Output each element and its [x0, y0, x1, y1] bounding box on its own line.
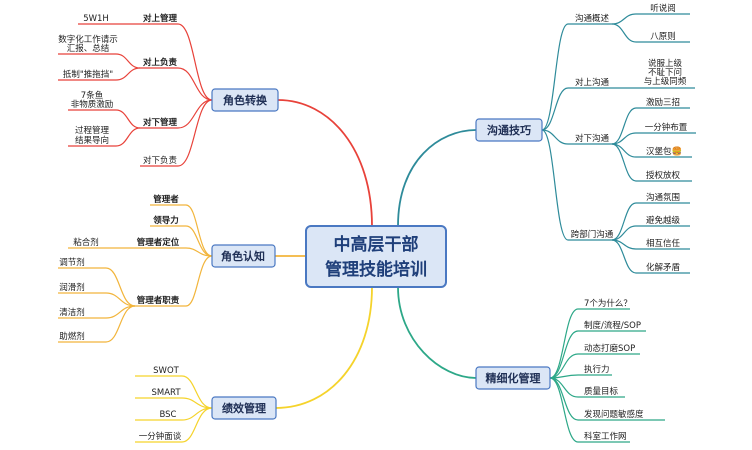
leaf-dept-work-net[interactable]: 科室工作网	[584, 431, 627, 442]
branch-refined-label: 精细化管理	[486, 371, 541, 385]
center-node[interactable]: 中高层干部 管理技能培训	[305, 225, 447, 288]
leaf-execution[interactable]: 执行力	[584, 364, 610, 375]
branch-role-change-label: 角色转换	[223, 93, 268, 107]
subtopic-comm-down[interactable]: 对下沟通	[575, 133, 610, 144]
leaf-digital-report-line1[interactable]: 数字化工作请示	[58, 34, 118, 45]
center-title-line2: 管理技能培训	[325, 259, 427, 280]
leaf-motivation-three[interactable]: 激励三招	[646, 97, 680, 108]
leaf-one-minute-assign[interactable]: 一分钟布置	[645, 122, 688, 133]
leaf-problem-sensitivity[interactable]: 发现问题敏感度	[584, 409, 644, 420]
leaf-accelerant[interactable]: 助燃剂	[59, 331, 85, 342]
subtopic-leadership[interactable]: 领导力	[152, 215, 179, 226]
leaf-swot[interactable]: SWOT	[153, 366, 179, 376]
leaf-avoid-skip-level[interactable]: 避免越级	[646, 215, 681, 226]
subtopics-role-awareness: 管理者 领导力 管理者定位 管理者职责 粘合剂 调节剂 润滑剂 清洁剂 助燃剂	[59, 194, 180, 342]
leaf-listen-speak-read[interactable]: 听说阅	[650, 3, 676, 14]
branch-communication[interactable]: 沟通技巧	[475, 118, 543, 142]
subtopic-manage-down[interactable]: 对下管理	[143, 117, 178, 128]
leaf-eight-principles[interactable]: 八原则	[650, 31, 676, 42]
branch-performance-label: 绩效管理	[222, 401, 266, 415]
connectors-role-change	[58, 23, 213, 167]
subtopic-manager[interactable]: 管理者	[153, 194, 179, 205]
branch-role-awareness-label: 角色认知	[221, 249, 265, 263]
subtopic-manage-up[interactable]: 对上管理	[143, 13, 178, 24]
leaf-smart[interactable]: SMART	[151, 388, 181, 398]
connectors-refined	[549, 308, 665, 443]
leaf-mutual-trust[interactable]: 相互信任	[646, 238, 681, 249]
leaf-hamburger[interactable]: 汉堡包🍔	[646, 146, 682, 157]
leaf-comm-atmosphere[interactable]: 沟通氛围	[646, 192, 680, 203]
connectors-role-awareness	[58, 204, 213, 343]
leaf-system-process-sop[interactable]: 制度/流程/SOP	[584, 320, 641, 331]
subtopic-responsible-up[interactable]: 对上负责	[143, 57, 178, 68]
leaf-seven-fish-line2[interactable]: 非物质激励	[71, 99, 114, 110]
leaf-process-mgmt-line2[interactable]: 结果导向	[75, 135, 109, 146]
subtopic-comm-cross[interactable]: 跨部门沟通	[571, 229, 614, 240]
branch-communication-label: 沟通技巧	[487, 123, 531, 137]
subtopic-duties[interactable]: 管理者职责	[137, 295, 180, 306]
subtopics-communication: 沟通概述 对上沟通 对下沟通 跨部门沟通 听说阅 八原则 说服上级 不耻下问 与…	[571, 3, 688, 273]
branch-role-change[interactable]: 角色转换	[211, 88, 279, 112]
leaf-resolve-conflict[interactable]: 化解矛盾	[646, 262, 681, 273]
center-title-line1: 中高层干部	[334, 234, 419, 255]
leaf-persuade-boss-line2[interactable]: 不耻下问	[648, 67, 682, 78]
leaf-process-mgmt-line1[interactable]: 过程管理	[75, 125, 110, 136]
leaf-seven-fish-line1[interactable]: 7条鱼	[81, 90, 103, 101]
branch-refined[interactable]: 精细化管理	[475, 366, 551, 390]
branch-performance[interactable]: 绩效管理	[211, 396, 277, 420]
subtopic-comm-up[interactable]: 对上沟通	[575, 77, 610, 88]
leaf-dynamic-sop[interactable]: 动态打磨SOP	[584, 343, 635, 354]
subtopic-responsible-down[interactable]: 对下负责	[143, 155, 178, 166]
connectors-communication	[541, 13, 696, 274]
connectors-performance	[135, 375, 213, 443]
branch-role-awareness[interactable]: 角色认知	[211, 244, 276, 268]
leaf-5w1h[interactable]: 5W1H	[83, 14, 109, 24]
leaf-quality-goal[interactable]: 质量目标	[584, 386, 619, 397]
connector-center-communication	[397, 129, 477, 227]
subtopics-role-change: 对上管理 对上负责 对下管理 对下负责 5W1H 数字化工作请示 汇报、总结 抵…	[58, 13, 177, 166]
connector-center-role-change	[277, 99, 373, 227]
leaf-lubricant[interactable]: 润滑剂	[59, 282, 85, 293]
leaf-seven-whys[interactable]: 7个为什么？	[584, 298, 632, 309]
leaf-regulator[interactable]: 调节剂	[59, 257, 85, 268]
subtopic-positioning[interactable]: 管理者定位	[137, 237, 180, 248]
connectors	[58, 13, 696, 443]
leaf-bsc[interactable]: BSC	[159, 410, 176, 420]
leaf-digital-report-line2[interactable]: 汇报、总结	[67, 43, 110, 54]
leaf-resist-shirking[interactable]: 抵制"推拖挡"	[63, 69, 113, 80]
connector-center-refined	[397, 286, 477, 379]
subtopic-comm-overview[interactable]: 沟通概述	[575, 13, 610, 24]
leaf-persuade-boss-line1[interactable]: 说服上级	[648, 58, 683, 69]
leaf-cleaner[interactable]: 清洁剂	[59, 307, 85, 318]
leaf-one-minute-talk[interactable]: 一分钟面谈	[139, 431, 182, 442]
leaves-performance: SWOT SMART BSC 一分钟面谈	[139, 366, 182, 442]
connector-center-performance	[275, 286, 373, 409]
leaf-delegation[interactable]: 授权放权	[646, 170, 681, 181]
leaves-refined: 7个为什么？ 制度/流程/SOP 动态打磨SOP 执行力 质量目标 发现问题敏感…	[584, 298, 644, 442]
leaf-persuade-boss-line3[interactable]: 与上级同频	[644, 76, 687, 87]
leaf-adhesive[interactable]: 粘合剂	[73, 237, 99, 248]
